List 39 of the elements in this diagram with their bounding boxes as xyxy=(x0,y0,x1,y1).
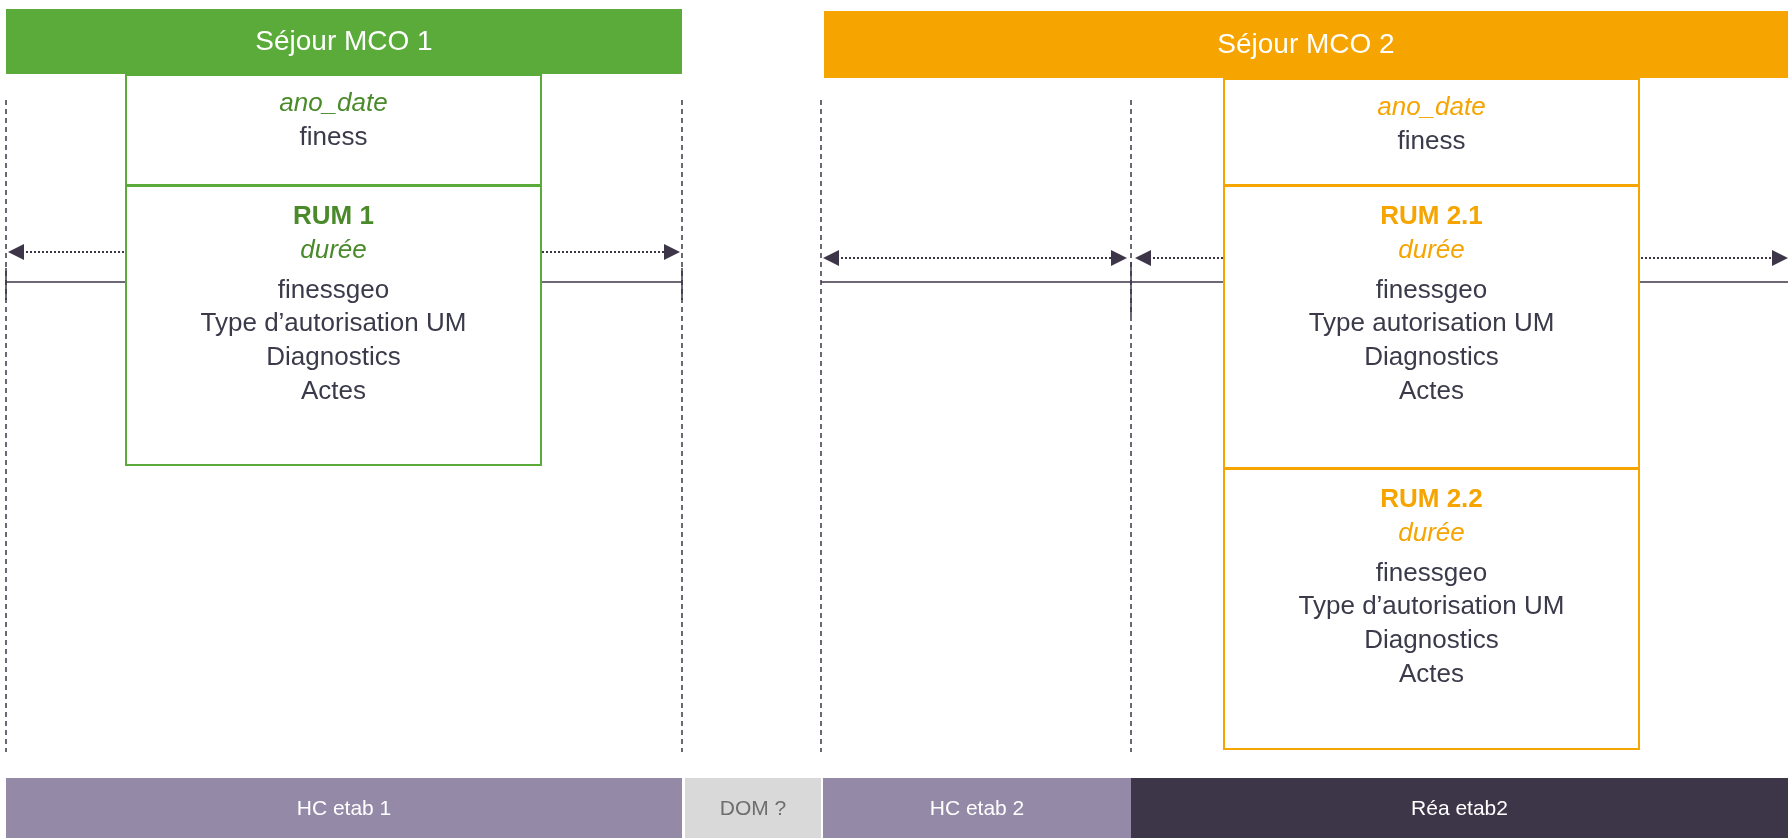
field-label: Actes xyxy=(301,374,366,407)
duration-label: durée xyxy=(300,232,367,266)
field-label: Diagnostics xyxy=(1364,623,1499,657)
field-label: Diagnostics xyxy=(1364,340,1499,374)
field-label: Type d’autorisation UM xyxy=(200,306,467,340)
field-label: Type autorisation UM xyxy=(1308,306,1555,340)
duration-label: durée xyxy=(1398,232,1465,266)
field-label: Diagnostics xyxy=(266,340,401,374)
duration-label: durée xyxy=(1398,515,1465,549)
phase-bar xyxy=(1131,778,1788,838)
rum-title: RUM 2.2 xyxy=(1380,482,1483,515)
header-bar xyxy=(6,9,682,74)
field-label: finessgeo xyxy=(1375,272,1488,306)
field-label: Actes xyxy=(1399,374,1464,407)
rum-box xyxy=(1223,185,1640,469)
rum-box xyxy=(125,185,542,466)
phase-bar xyxy=(685,778,821,838)
field-label: finessgeo xyxy=(1375,555,1488,589)
field-label: Actes xyxy=(1399,657,1464,690)
stay-title: Séjour MCO 1 xyxy=(255,24,433,59)
phase-bar xyxy=(823,778,1131,838)
field-label: finess xyxy=(1397,123,1466,157)
info-box xyxy=(125,74,542,186)
phase-label: HC etab 2 xyxy=(929,795,1025,822)
info-box xyxy=(1223,78,1640,186)
phase-label: DOM ? xyxy=(719,795,787,822)
field-label: Type d’autorisation UM xyxy=(1298,589,1565,623)
phase-label: HC etab 1 xyxy=(296,795,392,822)
header-bar xyxy=(824,11,1788,78)
date-label: ano_date xyxy=(1377,90,1486,123)
rum-box xyxy=(1223,468,1640,750)
phase-bar xyxy=(6,778,682,838)
phase-label: Réa etab2 xyxy=(1411,795,1508,822)
date-label: ano_date xyxy=(279,86,388,119)
field-label: finessgeo xyxy=(277,272,390,306)
rum-title: RUM 1 xyxy=(293,199,374,232)
stay-title: Séjour MCO 2 xyxy=(1217,27,1395,62)
rum-title: RUM 2.1 xyxy=(1380,199,1483,232)
field-label: finess xyxy=(299,119,368,153)
